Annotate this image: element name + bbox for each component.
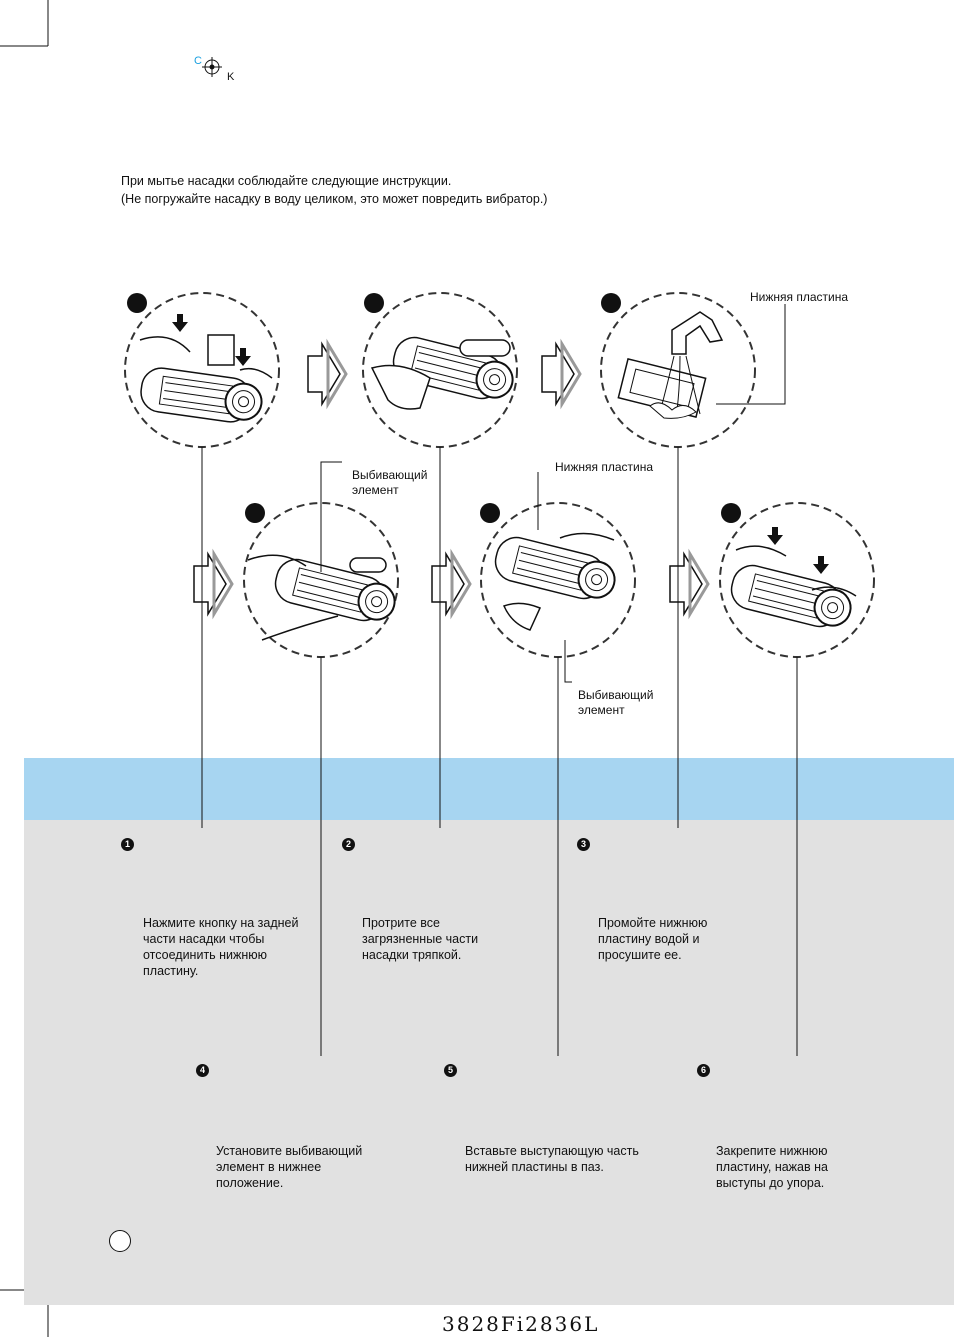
step-4-text: Установите выбивающий элемент в нижнее п… [216,1144,363,1190]
step-5-dot [480,503,500,523]
instructions-panel [24,820,954,1305]
step-1-dot [127,293,147,313]
arrow-right-icon [540,342,582,406]
document-code: 3828Fi2836L [442,1312,600,1336]
intro-text: При мытье насадки соблюдайте следующие и… [121,172,547,208]
callout-beater-right-line1: Выбивающий [578,688,654,702]
step-6-text: Закрепите нижнюю пластину, нажав на выст… [716,1144,828,1190]
step-3-dot [601,293,621,313]
step-2-number: 2 [342,838,355,851]
step-6-number: 6 [697,1064,710,1077]
arrow-right-icon [668,552,710,616]
step-3-text: Промойте нижнюю пластину водой и просуши… [598,916,708,962]
header-band [24,758,954,820]
step-2-dot [364,293,384,313]
registration-target-icon [202,57,222,77]
step-6-dot [721,503,741,523]
page-number-circle [109,1230,131,1252]
callout-beater-left-line1: Выбивающий [352,468,428,482]
step-4-number: 4 [196,1064,209,1077]
arrow-right-icon [306,342,348,406]
step-3-illustration [600,292,756,448]
step-3-number: 3 [577,838,590,851]
callout-beater-right-line2: элемент [578,703,625,717]
arrow-right-icon [192,552,234,616]
registration-k-label: K [227,71,235,83]
registration-c-label: C [194,55,202,67]
step-4-illustration [243,502,401,658]
callout-bottom-plate-mid: Нижняя пластина [555,460,654,474]
step-2-illustration [362,292,519,448]
step-1-illustration [124,292,280,448]
step-2-text: Протрите все загрязненные части насадки … [362,916,479,962]
leader-lines [201,304,798,1056]
step-1-text: Нажмите кнопку на задней части насадки ч… [143,916,299,978]
step-4-dot [245,503,265,523]
step-1-number: 1 [121,838,134,851]
callout-beater-left: Выбивающий элемент [352,468,427,498]
callout-bottom-plate-top: Нижняя пластина [750,290,849,304]
step-6-illustration [719,502,875,658]
step-5-illustration [480,502,636,658]
intro-line-2: (Не погружайте насадку в воду целиком, э… [121,192,548,206]
callout-beater-left-line2: элемент [352,483,399,497]
step-5-number: 5 [444,1064,457,1077]
step-5-text: Вставьте выступающую часть нижней пласти… [465,1144,639,1174]
callout-beater-right: Выбивающий элемент [578,688,653,718]
arrow-right-icon [430,552,472,616]
intro-line-1: При мытье насадки соблюдайте следующие и… [121,174,452,188]
